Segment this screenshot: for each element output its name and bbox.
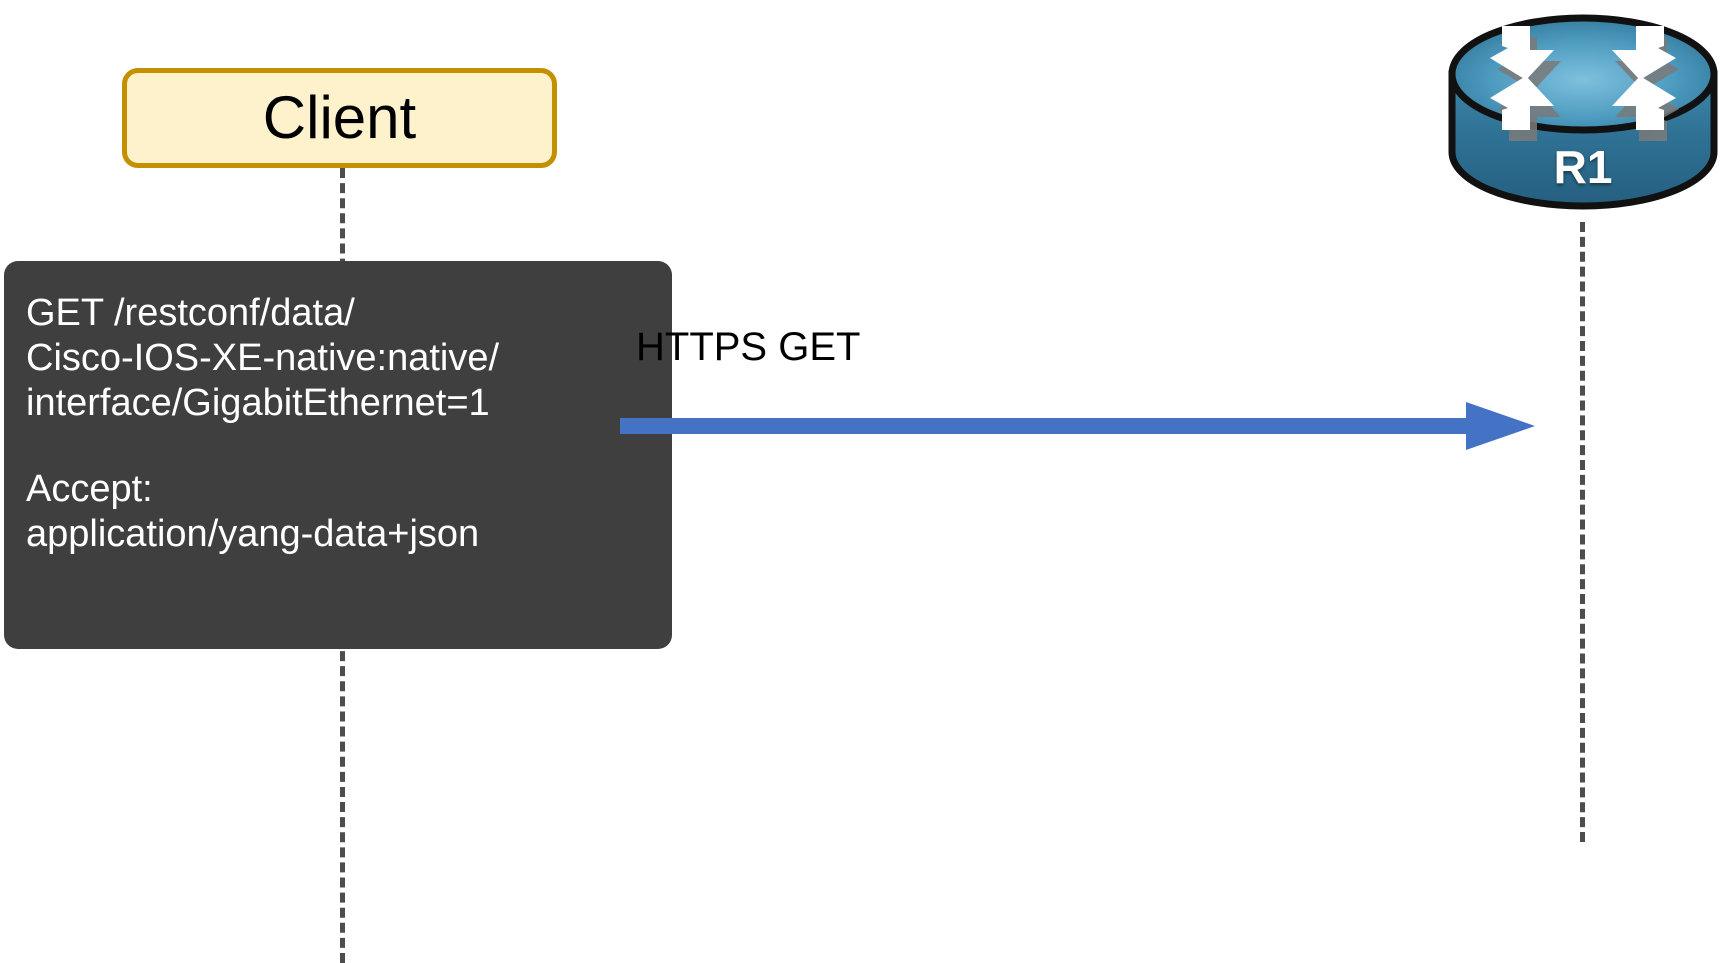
note-line-2: Cisco-IOS-XE-native:native/ — [26, 336, 500, 379]
note-line-4: Accept: — [26, 468, 153, 511]
message-https-get-arrow — [620, 397, 1550, 455]
note-blank-line — [26, 425, 650, 467]
note-line-5: application/yang-data+json — [26, 513, 480, 556]
participant-client-label: Client — [262, 84, 417, 151]
message-https-get: HTTPS GET — [620, 325, 1550, 455]
router-icon — [1448, 14, 1718, 210]
note-restconf-request: GET /restconf/data/ Cisco-IOS-XE-native:… — [4, 261, 672, 649]
participant-r1[interactable]: R1 — [1448, 2, 1718, 224]
participant-client[interactable]: Client — [122, 68, 557, 168]
lifeline-r1 — [1580, 222, 1585, 842]
arrow-right-icon — [620, 402, 1535, 450]
note-line-3: interface/GigabitEthernet=1 — [26, 381, 490, 424]
note-line-1: GET /restconf/data/ — [26, 292, 355, 334]
message-https-get-label: HTTPS GET — [636, 325, 861, 369]
